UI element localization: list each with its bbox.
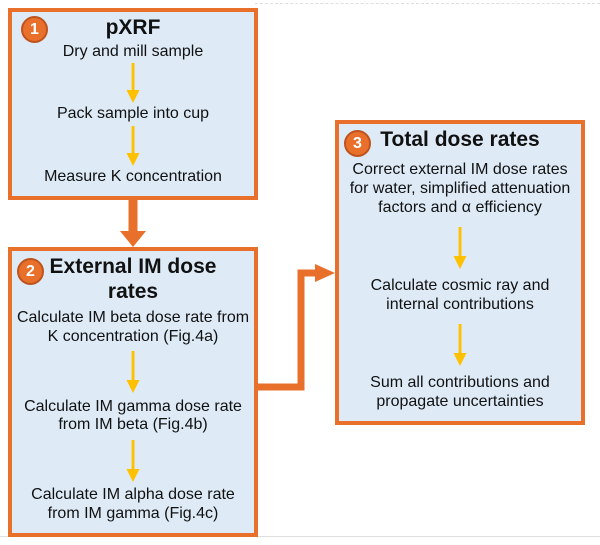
step-text: Calculate IM beta dose rate from K conce… — [16, 308, 250, 345]
step-text: Sum all contributions and propagate unce… — [370, 374, 550, 411]
down-arrow-icon — [453, 226, 467, 269]
flow-arrow-icon — [120, 199, 146, 247]
step-text: Calculate cosmic ray and internal contri… — [370, 277, 550, 314]
box-pxrf: 1 pXRF Dry and mill sample Pack sample i… — [8, 8, 258, 200]
step-number-badge-3: 3 — [344, 130, 371, 157]
box-title-pxrf: pXRF — [105, 16, 161, 39]
step-text: Pack sample into cup — [56, 105, 210, 123]
elbow-connector-icon — [258, 264, 335, 391]
down-arrow-icon — [453, 323, 467, 366]
step-text: Calculate IM alpha dose rate from IM gam… — [31, 486, 235, 523]
box-title-total-dose-rates: Total dose rates — [380, 128, 540, 151]
table-gridline-top — [255, 3, 600, 4]
step-number-badge-1: 1 — [21, 16, 48, 43]
step-text: Dry and mill sample — [62, 42, 204, 60]
step-text: Calculate IM gamma dose rate from IM bet… — [24, 397, 242, 434]
table-gridline-bottom — [0, 536, 600, 537]
box-title-external-im-dose-rates: External IM dose rates — [49, 255, 217, 303]
down-arrow-icon — [126, 351, 140, 394]
box-external-im-dose-rates: 2 External IM dose rates Calculate IM be… — [8, 247, 258, 537]
step-number-badge-2: 2 — [17, 258, 44, 285]
down-arrow-icon — [126, 63, 140, 104]
down-arrow-icon — [126, 439, 140, 482]
box-total-dose-rates: 3 Total dose rates Correct external IM d… — [335, 120, 585, 425]
step-text: Measure K concentration — [44, 168, 222, 186]
step-text: Correct external IM dose rates for water… — [349, 161, 571, 217]
down-arrow-icon — [126, 126, 140, 167]
